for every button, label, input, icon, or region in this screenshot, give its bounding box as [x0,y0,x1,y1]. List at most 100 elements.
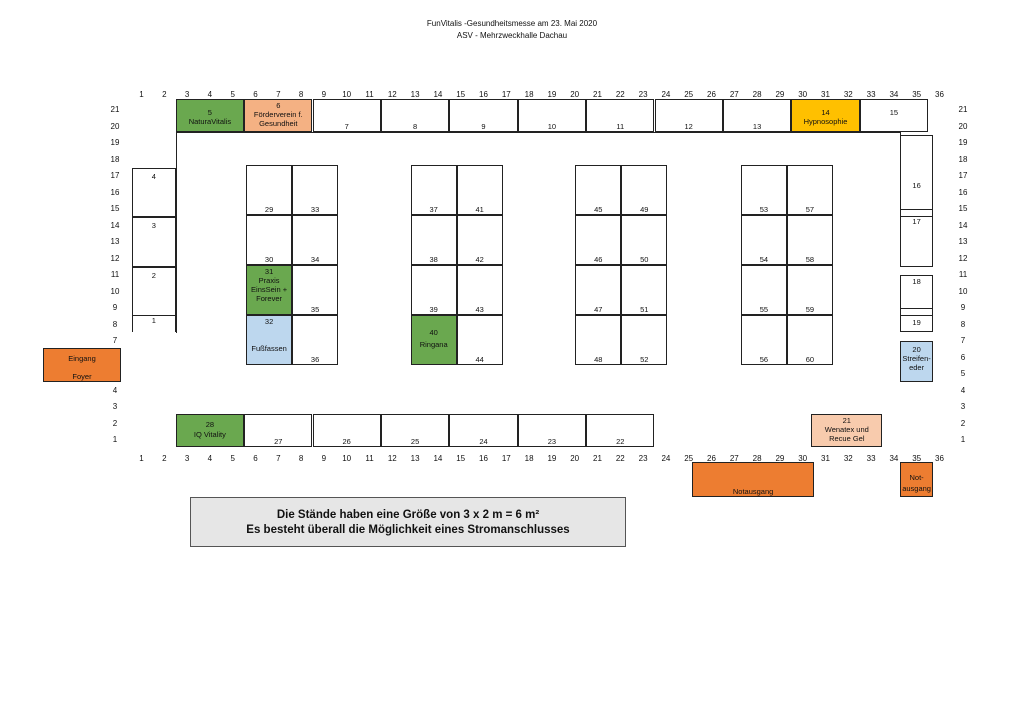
stand-s27: 27 [244,414,313,447]
column-number-bottom: 16 [479,454,488,463]
column-number-top: 6 [253,90,258,99]
column-number-top: 20 [570,90,580,99]
stand-label: Förderverein f. [253,110,303,119]
stand-label: 15 [889,108,899,117]
stand-s26: 26 [312,414,381,447]
column-number-bottom: 33 [866,454,876,463]
stand-s3: 3 [132,217,176,267]
hall-wall [175,332,177,334]
stand-s57: 57 [786,165,833,215]
row-number-right: 9 [960,303,966,312]
stand-label: 6 [276,101,281,110]
column-number-bottom: 30 [798,454,808,463]
row-number-right: 4 [960,385,966,395]
stand-label: 2 [151,270,156,280]
stand-label: Praxis [258,276,280,285]
stand-label: 55 [759,305,769,314]
stand-label: 38 [429,255,438,264]
stand-s24: 24 [449,414,518,447]
stand-label: Forever [256,294,283,303]
stand-s43: 43 [456,265,503,315]
row-number-left: 4 [112,385,118,395]
column-number-bottom: 17 [501,454,511,463]
stand-s29: 29 [246,165,293,215]
stand-label: 36 [310,355,320,364]
stand-s33: 33 [292,165,339,215]
hall-wall [175,132,901,133]
column-number-top: 36 [935,90,944,99]
stand-s55: 55 [740,265,787,315]
column-number-bottom: 7 [276,454,281,463]
row-number-left: 16 [110,187,120,197]
stand-s46: 46 [575,215,622,265]
stand-label: 45 [594,205,603,214]
stand-label: 26 [342,437,351,446]
stand-label: 39 [429,305,438,314]
row-number-right: 18 [958,154,968,164]
row-number-left: 21 [110,105,120,114]
stand-label: ausgang [902,484,931,493]
stand-label: 14 [821,108,830,117]
stand-label: 5 [207,108,212,117]
stand-label: 44 [475,355,484,364]
column-number-bottom: 5 [230,454,235,463]
column-number-bottom: 6 [253,454,258,463]
row-number-right: 5 [960,369,966,378]
stand-label: 43 [475,305,484,314]
column-number-top: 21 [593,90,602,99]
stand-label: EinsSein + [251,285,288,294]
row-number-right: 3 [960,402,966,411]
info-box: Die Stände haben eine Größe von 3 x 2 m … [190,497,626,547]
stand-label: 23 [547,437,557,446]
stand-s50: 50 [621,215,668,265]
stand-label: 53 [759,205,769,214]
row-number-right: 11 [958,270,968,279]
stand-label: 52 [640,355,649,364]
stand-s22: 22 [586,414,655,447]
stand-s38: 38 [410,215,457,265]
stand-label: 60 [805,355,815,364]
stand-label: 9 [481,122,486,131]
row-number-right: 10 [958,286,968,296]
stand-s42: 42 [456,215,503,265]
column-number-bottom: 18 [524,454,534,463]
row-number-left: 17 [110,171,120,180]
row-number-right: 16 [958,187,968,197]
stand-label: 31 [264,267,274,276]
column-number-top: 8 [298,90,304,99]
stand-label: 18 [912,276,921,286]
column-number-top: 1 [139,90,144,99]
stand-s30: 30 [246,215,293,265]
stand-label: eder [909,362,925,372]
stand-label: 1 [151,316,156,326]
stand-s35: 35 [292,265,339,315]
column-number-top: 31 [821,90,830,99]
stand-s36: 36 [292,315,339,365]
stand-label: Ringana [419,340,448,349]
stand-label: 41 [475,205,484,214]
row-number-left: 19 [110,138,120,147]
stand-label: 19 [912,317,921,327]
stand-s12: 12 [654,99,723,132]
column-number-bottom: 34 [889,454,899,463]
header-title: FunVitalis -Gesundheitsmesse am 23. Mai … [426,19,598,28]
column-number-top: 14 [433,90,443,99]
stand-s59: 59 [786,265,833,315]
row-number-right: 6 [960,352,966,362]
row-number-left: 2 [112,418,118,428]
stand-label: 30 [264,255,274,264]
column-number-top: 26 [707,90,716,99]
stand-label: 11 [616,122,625,131]
stand-s34: 34 [292,215,339,265]
stand-label: Fußfassen [251,344,287,353]
stand-label: 32 [264,317,274,326]
column-number-bottom: 4 [207,454,213,463]
header-subtitle: ASV - Mehrzweckhalle Dachau [456,31,568,40]
stand-s8: 8 [380,99,450,132]
column-number-bottom: 26 [707,454,716,463]
column-number-bottom: 1 [139,454,144,463]
